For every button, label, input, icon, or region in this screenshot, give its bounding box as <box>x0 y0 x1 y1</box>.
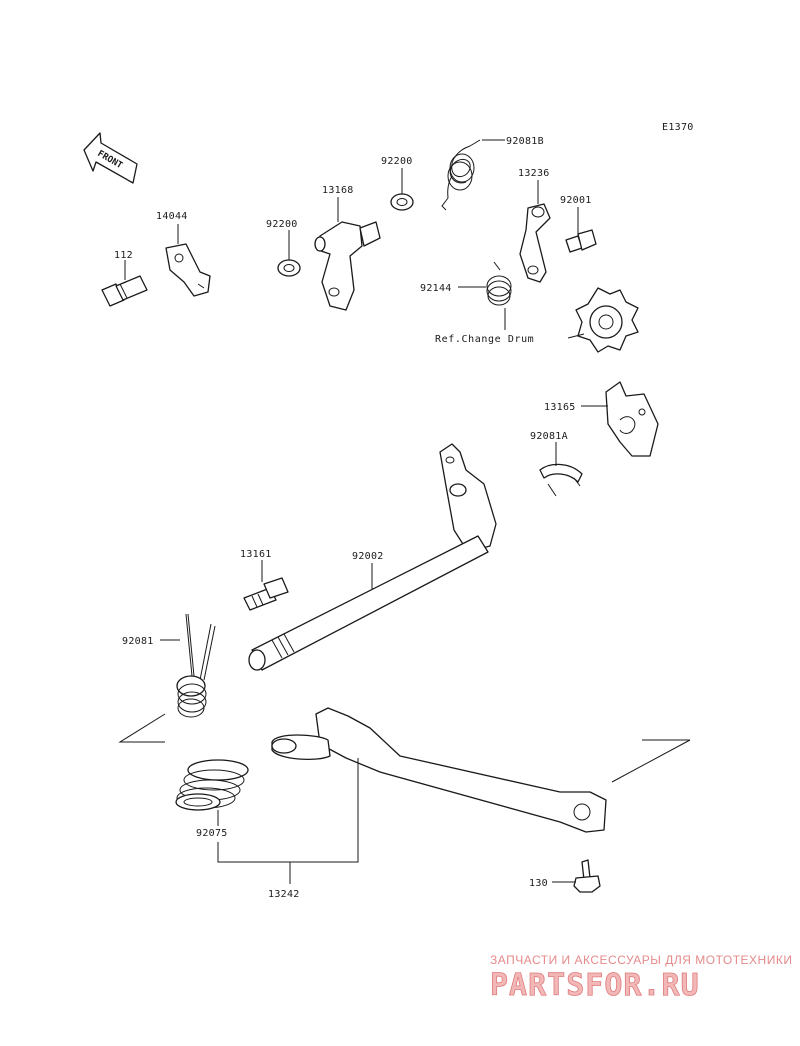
bolt-92001[interactable] <box>565 229 597 253</box>
shift-arm-13168[interactable] <box>314 221 381 311</box>
part-label-92002[interactable]: 13161 <box>240 549 272 560</box>
washer-92200-lower[interactable] <box>277 259 301 277</box>
spring-92144[interactable] <box>486 261 512 306</box>
reference-label: Ref.Change Drum <box>435 334 534 345</box>
part-label-92144[interactable]: 92144 <box>420 283 452 294</box>
front-arrow-icon: FRONT <box>83 132 138 184</box>
shift-pedal-13242[interactable] <box>271 707 607 833</box>
change-drum-icon <box>575 287 639 353</box>
spring-92081[interactable] <box>176 613 216 718</box>
bolt-112[interactable] <box>101 275 148 307</box>
part-label-13161[interactable]: 92002 <box>352 551 384 562</box>
watermark-logo: PARTSFOR.RU <box>490 968 700 1003</box>
washer-92200-upper[interactable] <box>390 193 414 211</box>
part-label-13168[interactable]: 13168 <box>322 185 354 196</box>
part-label-130[interactable]: 130 <box>529 878 548 889</box>
part-label-112[interactable]: 112 <box>114 250 133 261</box>
plate-13165[interactable] <box>605 381 659 457</box>
part-label-92075[interactable]: 92075 <box>196 828 228 839</box>
spring-92081b[interactable] <box>441 139 481 211</box>
part-label-92081b[interactable]: 92081B <box>506 136 544 147</box>
part-label-92001[interactable]: 92001 <box>560 195 592 206</box>
lever-13236[interactable] <box>519 203 551 283</box>
bolt-130[interactable] <box>573 859 601 893</box>
pedal-rubber-92075[interactable] <box>175 759 249 811</box>
part-label-14044[interactable]: 14044 <box>156 211 188 222</box>
part-label-13236[interactable]: 13236 <box>518 168 550 179</box>
watermark-tagline: ЗАПЧАСТИ И АКСЕССУАРЫ ДЛЯ МОТОТЕХНИКИ <box>490 953 792 967</box>
part-label-92200-lower[interactable]: 92200 <box>266 219 298 230</box>
part-label-92200-upper[interactable]: 92200 <box>381 156 413 167</box>
part-label-92081[interactable]: 92081 <box>122 636 154 647</box>
part-label-13165[interactable]: 13165 <box>544 402 576 413</box>
part-label-13242[interactable]: 13242 <box>268 889 300 900</box>
plate-14044[interactable] <box>165 243 211 297</box>
diagram-code: E1370 <box>662 122 694 133</box>
clip-92081a[interactable] <box>539 463 583 497</box>
shift-shaft-13161[interactable] <box>248 443 497 671</box>
part-label-92081a[interactable]: 92081A <box>530 431 568 442</box>
stud-92002[interactable] <box>243 577 289 611</box>
